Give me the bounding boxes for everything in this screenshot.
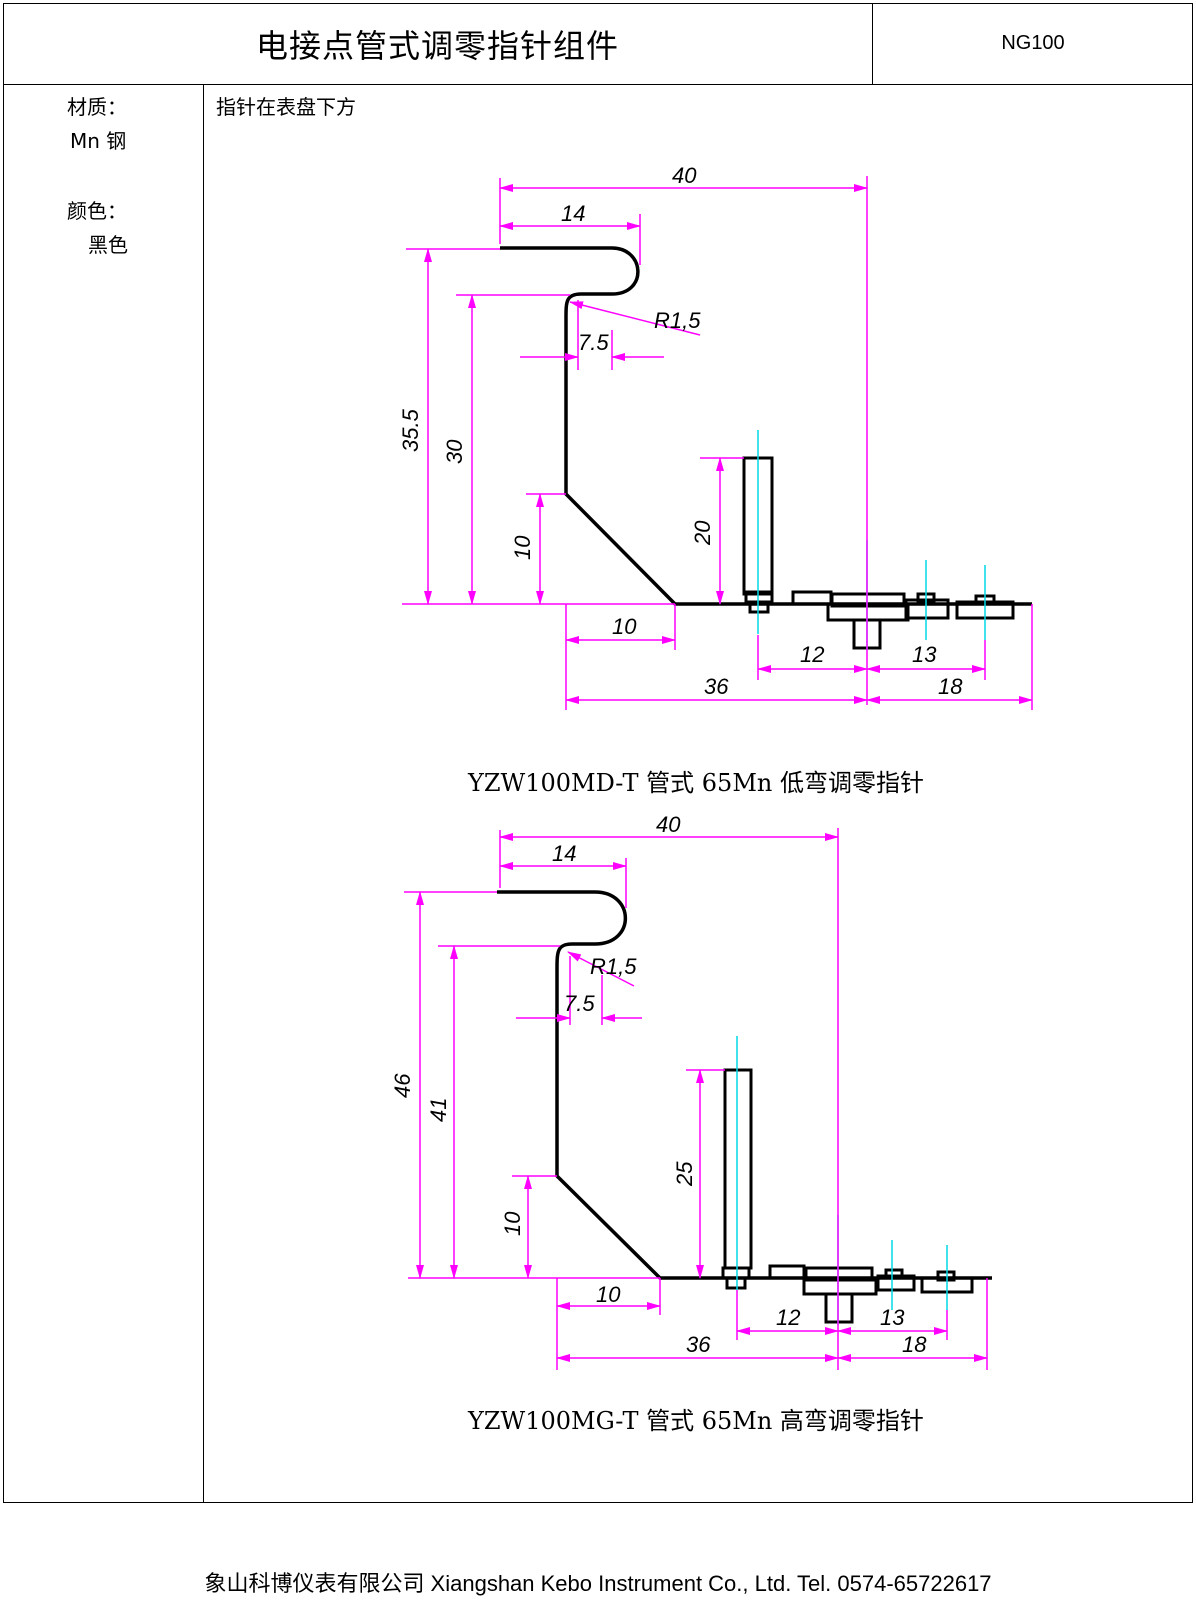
dim-pin-height: 20	[690, 520, 715, 546]
dimensions	[404, 828, 988, 1370]
page-frame	[3, 3, 1193, 1503]
dimensions	[402, 176, 1033, 710]
drawing-high-bend: 40 14 R1,5 7.5 46 41 10 25 10 36 12 13 1…	[390, 812, 992, 1370]
spec-column: 材质： Mn 钢 颜色： 黑色	[3, 85, 204, 1503]
dim-bevel-height: 10	[510, 535, 535, 560]
centerlines	[757, 430, 986, 650]
dim-bevel-width: 10	[612, 614, 637, 639]
base-parts	[744, 590, 1015, 650]
dim-stem-height: 30	[442, 439, 467, 464]
dim-overall-width: 40	[656, 812, 681, 837]
caption-high-bend: YZW100MG-T 管式 65Mn 高弯调零指针	[468, 1407, 924, 1435]
model-code: NG100	[873, 3, 1193, 85]
dim-right-span: 18	[902, 1332, 927, 1357]
placement-note: 指针在表盘下方	[216, 95, 356, 119]
dim-left-span: 36	[704, 674, 729, 699]
dim-top-length: 14	[552, 841, 576, 866]
pointer-outline	[497, 890, 992, 1280]
dim-pitch-a: 12	[776, 1305, 800, 1330]
dim-overall-width: 40	[672, 163, 697, 188]
material-label: 材质：	[67, 95, 127, 119]
dim-pitch-b: 13	[880, 1305, 905, 1330]
pointer-outline	[500, 246, 1032, 606]
dim-total-height: 35.5	[398, 408, 423, 452]
dim-pitch-a: 12	[800, 642, 824, 667]
dim-top-length: 14	[561, 201, 585, 226]
material-value: Mn 钢	[70, 129, 127, 153]
color-label: 颜色：	[67, 199, 127, 223]
caption-low-bend: YZW100MD-T 管式 65Mn 低弯调零指针	[468, 769, 924, 797]
dim-pitch-b: 13	[912, 642, 937, 667]
dim-total-height: 46	[390, 1073, 415, 1098]
dim-offset: 7.5	[564, 991, 595, 1016]
drawing-low-bend: 40 14 R1,5 7.5 35.5 30 10 20 10 36 12 13…	[398, 163, 1033, 710]
dim-radius: R1,5	[590, 954, 637, 979]
dim-left-span: 36	[686, 1332, 711, 1357]
dim-pin-height: 25	[672, 1161, 697, 1187]
page-title: 电接点管式调零指针组件	[3, 3, 873, 85]
dim-right-span: 18	[938, 674, 963, 699]
base-parts	[721, 1264, 974, 1324]
pin	[723, 1068, 753, 1270]
company-footer: 象山科博仪表有限公司 Xiangshan Kebo Instrument Co.…	[204, 1571, 992, 1596]
color-value: 黑色	[88, 233, 128, 257]
dim-offset: 7.5	[578, 330, 609, 355]
dim-bevel-width: 10	[596, 1282, 621, 1307]
dim-radius: R1,5	[654, 308, 701, 333]
dim-bevel-height: 10	[500, 1211, 525, 1236]
dim-stem-height: 41	[426, 1098, 451, 1122]
